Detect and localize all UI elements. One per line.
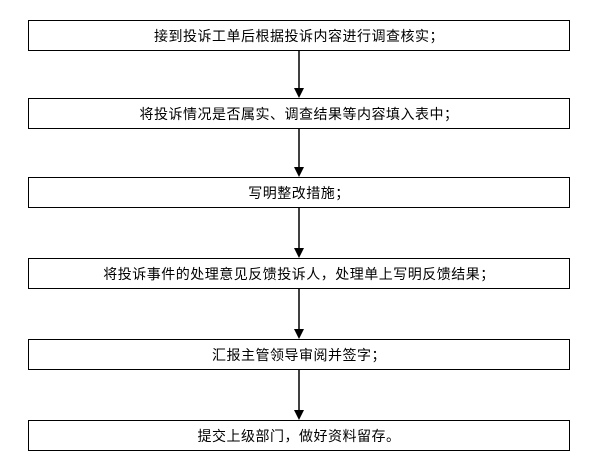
- step-box-2: 将投诉情况是否属实、调查结果等内容填入表中；: [28, 98, 570, 129]
- step-box-5: 汇报主管领导审阅并签字；: [28, 339, 570, 370]
- down-arrow-icon: [294, 208, 304, 258]
- step-label-3: 写明整改措施；: [248, 185, 350, 202]
- down-arrow-icon: [294, 129, 304, 177]
- step-label-2: 将投诉情况是否属实、调查结果等内容填入表中；: [139, 106, 459, 123]
- down-arrow-icon: [294, 370, 304, 420]
- down-arrow-icon: [294, 51, 304, 98]
- step-label-6: 提交上级部门，做好资料留存。: [197, 428, 401, 445]
- step-box-3: 写明整改措施；: [28, 177, 570, 208]
- down-arrow-icon: [294, 289, 304, 339]
- step-label-4: 将投诉事件的处理意见反馈投诉人，处理单上写明反馈结果；: [103, 266, 495, 283]
- step-box-4: 将投诉事件的处理意见反馈投诉人，处理单上写明反馈结果；: [28, 258, 570, 289]
- step-box-1: 接到投诉工单后根据投诉内容进行调查核实；: [28, 20, 570, 51]
- step-label-1: 接到投诉工单后根据投诉内容进行调查核实；: [154, 28, 444, 45]
- step-label-5: 汇报主管领导审阅并签字；: [212, 347, 386, 364]
- step-box-6: 提交上级部门，做好资料留存。: [28, 420, 570, 451]
